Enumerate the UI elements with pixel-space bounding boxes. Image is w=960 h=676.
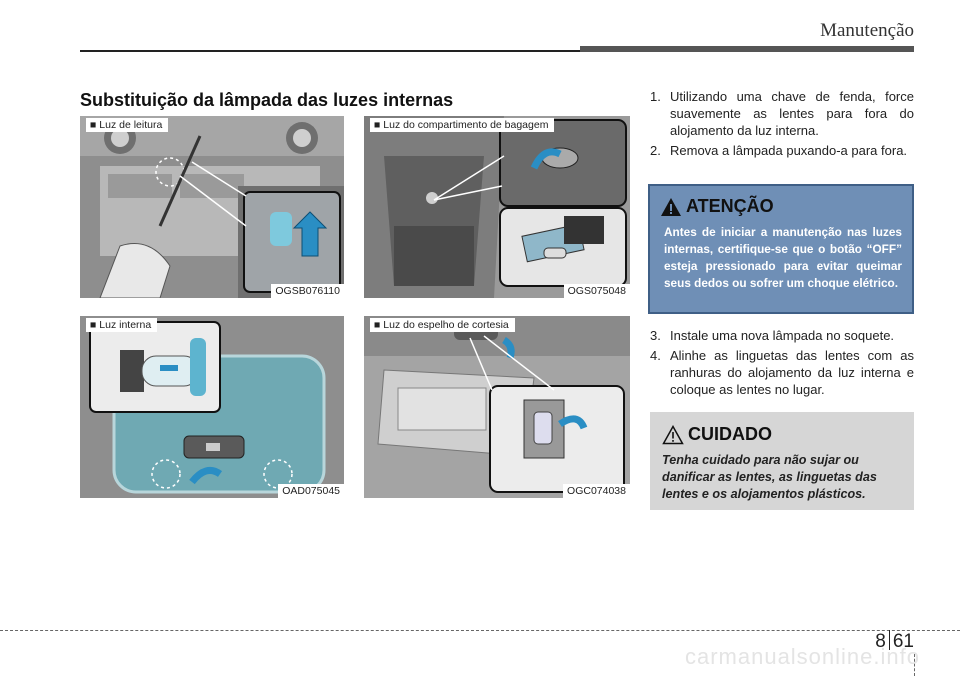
figure-luggage-light: ■ Luz do compartimento de bagagem OGS075… [364,116,630,298]
figure-reading-light: ■ Luz de leitura OGSB076110 [80,116,344,298]
steps-list-top: 1. Utilizando uma chave de fenda, force … [650,88,914,162]
figure-code: OAD075045 [278,484,344,498]
interior-light-illustration [80,316,344,498]
step-text: Alinhe as linguetas das lentes com as ra… [670,348,914,397]
figure-label-text: Luz do compartimento de bagagem [383,119,549,131]
step-item: 1. Utilizando uma chave de fenda, force … [650,88,914,139]
step-number: 2. [650,143,661,158]
figure-label-text: Luz interna [99,319,152,331]
section-title: Substituição da lâmpada das luzes intern… [80,90,454,110]
figure-interior-light: ■ Luz interna OAD075045 [80,316,344,498]
step-number: 1. [650,89,661,104]
figure-vanity-mirror-light: ■ Luz do espelho de cortesia OGC074038 [364,316,630,498]
step-text: Instale uma nova lâmpada no soquete. [670,328,895,343]
footer-rule [0,630,960,631]
figure-label: ■ Luz interna [86,318,158,332]
caution-title: CUIDADO [688,424,772,444]
chapter-number: 8 [875,631,886,652]
luggage-light-illustration [364,116,630,298]
figure-label: ■ Luz de leitura [86,118,169,132]
caution-text: Tenha cuidado para não sujar ou danifica… [662,453,877,501]
vanity-mirror-illustration [364,316,630,498]
figure-label-text: Luz do espelho de cortesia [383,319,509,331]
warning-text: Antes de iniciar a manutenção nas luzes … [664,225,902,290]
page-header-title: Manutenção [820,20,914,41]
figure-label: ■ Luz do espelho de cortesia [370,318,515,332]
warning-box: ATENÇÃO Antes de iniciar a manutenção na… [648,184,914,314]
step-number: 3. [650,328,661,343]
caution-triangle-icon [662,424,684,444]
figure-code: OGS075048 [563,284,630,298]
warning-triangle-icon [661,197,681,216]
page-number: 8 61 [875,630,914,653]
footer-tick [914,654,916,676]
figure-label: ■ Luz do compartimento de bagagem [370,118,555,132]
step-item: 2. Remova a lâmpada puxando-a para fora. [650,142,914,159]
warning-title: ATENÇÃO [686,196,774,216]
page-number-separator [888,630,890,650]
caution-header: CUIDADO [662,424,772,445]
black-square-bullet-icon: ■ [374,319,381,331]
watermark: carmanualsonline.info [684,644,920,669]
figure-code: OGSB076110 [271,284,344,298]
header-rule [80,50,580,52]
figure-label-text: Luz de leitura [99,119,163,131]
caution-box: CUIDADO Tenha cuidado para não sujar ou … [650,412,914,510]
step-text: Utilizando uma chave de fenda, force sua… [670,89,914,138]
reading-light-illustration [80,116,344,298]
step-item: 3. Instale uma nova lâmpada no soquete. [650,327,914,344]
header-bar [580,46,914,52]
black-square-bullet-icon: ■ [374,119,381,131]
warning-header: ATENÇÃO [660,196,774,217]
step-item: 4. Alinhe as linguetas das lentes com as… [650,347,914,398]
figure-code: OGC074038 [563,484,630,498]
page-number-value: 61 [892,631,914,652]
step-text: Remova a lâmpada puxando-a para fora. [670,143,908,158]
black-square-bullet-icon: ■ [90,119,97,131]
black-square-bullet-icon: ■ [90,319,97,331]
step-number: 4. [650,348,661,363]
steps-list-bottom: 3. Instale uma nova lâmpada no soquete. … [650,327,914,401]
